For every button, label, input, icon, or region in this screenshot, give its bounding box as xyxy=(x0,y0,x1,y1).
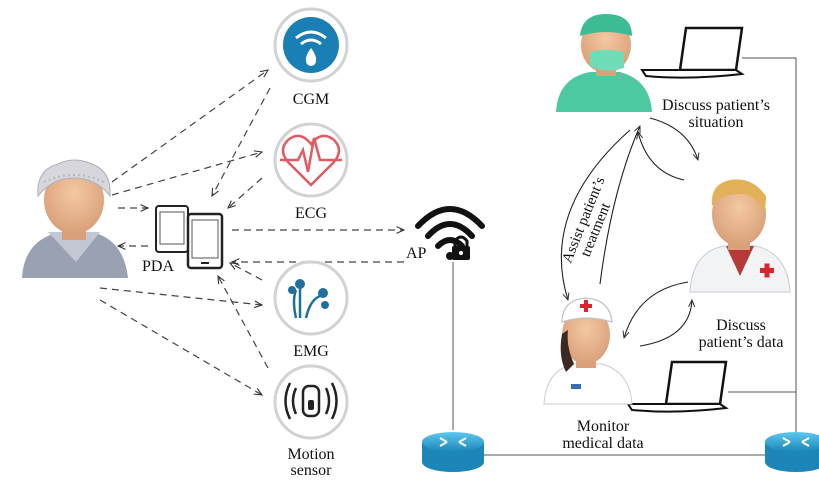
wired-links xyxy=(452,57,797,456)
ecg-label: ECG xyxy=(295,205,327,222)
staff-arrows xyxy=(560,117,698,347)
motion-sensor-icon xyxy=(273,364,349,440)
monitor-data-label-line1: Monitor xyxy=(576,418,630,435)
arrow-nurse-surgeon xyxy=(599,126,640,285)
discuss-situation-label-line2: situation xyxy=(688,114,744,131)
arrow-doctor-surgeon xyxy=(638,132,685,181)
discuss-data-label-line2: patient’s data xyxy=(698,334,784,351)
pda-label: PDA xyxy=(142,258,175,275)
pda-icon xyxy=(155,205,224,270)
link-patient-ecg xyxy=(111,152,262,196)
surgeon-icon xyxy=(556,14,652,112)
router-icon xyxy=(422,432,484,472)
link-emg-pda xyxy=(230,263,263,281)
emg-label: EMG xyxy=(293,343,329,360)
link-laptop1-router xyxy=(742,57,797,432)
motion-sensor-label-line2: sensor xyxy=(290,462,332,479)
emg-icon xyxy=(273,260,349,336)
monitor-data-label-line2: medical data xyxy=(562,435,644,452)
wifi-lock-icon xyxy=(415,206,485,260)
discuss-situation-label-line1: Discuss patient’s xyxy=(662,97,770,114)
cgm-label: CGM xyxy=(292,91,330,108)
ap-label: AP xyxy=(406,245,427,262)
sensor-links xyxy=(99,70,404,395)
arrow-doctor-nurse xyxy=(624,281,689,338)
arrow-surgeon-nurse xyxy=(560,129,631,300)
patient-icon xyxy=(22,159,128,278)
discuss-data-label-line1: Discuss xyxy=(716,317,766,334)
ecg-icon xyxy=(273,122,349,198)
link-motion-pda xyxy=(218,276,269,369)
cgm-icon xyxy=(273,7,349,83)
doctor-icon xyxy=(689,179,791,293)
motion-sensor-label-line1: Motion xyxy=(287,446,335,463)
router-icon xyxy=(765,432,819,472)
link-patient-motion xyxy=(99,299,262,395)
link-patient-emg xyxy=(99,287,262,305)
laptop-icon xyxy=(626,360,729,413)
nurse-icon xyxy=(543,297,633,405)
laptop-icon xyxy=(640,26,745,79)
link-cgm-pda xyxy=(212,87,271,196)
link-ecg-pda xyxy=(228,177,263,208)
link-patient-cgm xyxy=(111,70,268,183)
arrow-surgeon-doctor xyxy=(649,117,698,160)
arrow-nurse-doctor xyxy=(639,300,692,347)
